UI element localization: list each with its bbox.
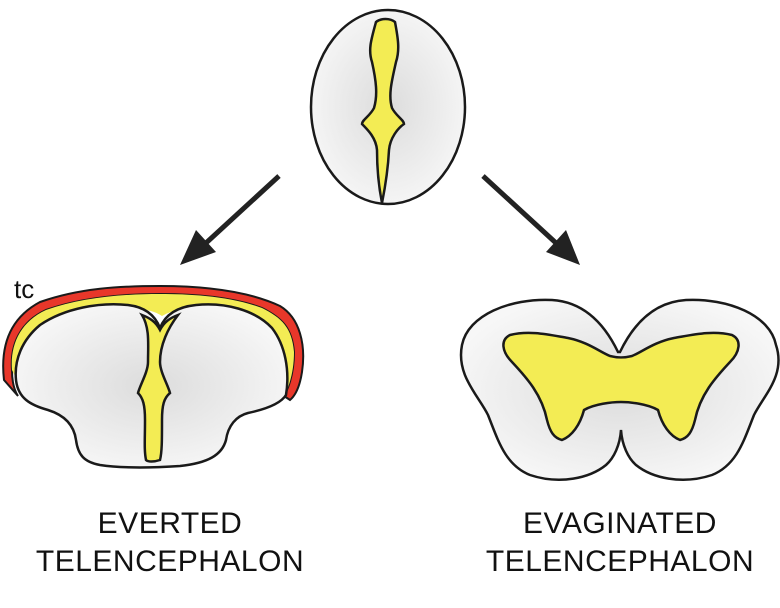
everted-midline-ventricle <box>136 312 182 463</box>
everted-caption-line2: TELENCEPHALON <box>35 545 305 578</box>
arrow-to-everted <box>180 174 281 265</box>
everted-telencephalon <box>2 284 305 469</box>
embryonic-neural-tube <box>309 8 467 206</box>
everted-caption-line1: EVERTED <box>97 507 243 540</box>
tela-choroidea-label: tc <box>14 274 35 304</box>
neural-tube-ventricle <box>360 17 406 204</box>
arrow-to-evaginated <box>481 174 580 265</box>
evaginated-caption-line2: TELENCEPHALON <box>485 545 755 578</box>
evaginated-caption: EVAGINATED TELENCEPHALON <box>470 505 770 581</box>
everted-caption: EVERTED TELENCEPHALON <box>20 505 320 581</box>
evaginated-telencephalon <box>459 298 780 481</box>
evaginated-ventricle <box>502 331 740 442</box>
evaginated-caption-line1: EVAGINATED <box>523 507 717 540</box>
